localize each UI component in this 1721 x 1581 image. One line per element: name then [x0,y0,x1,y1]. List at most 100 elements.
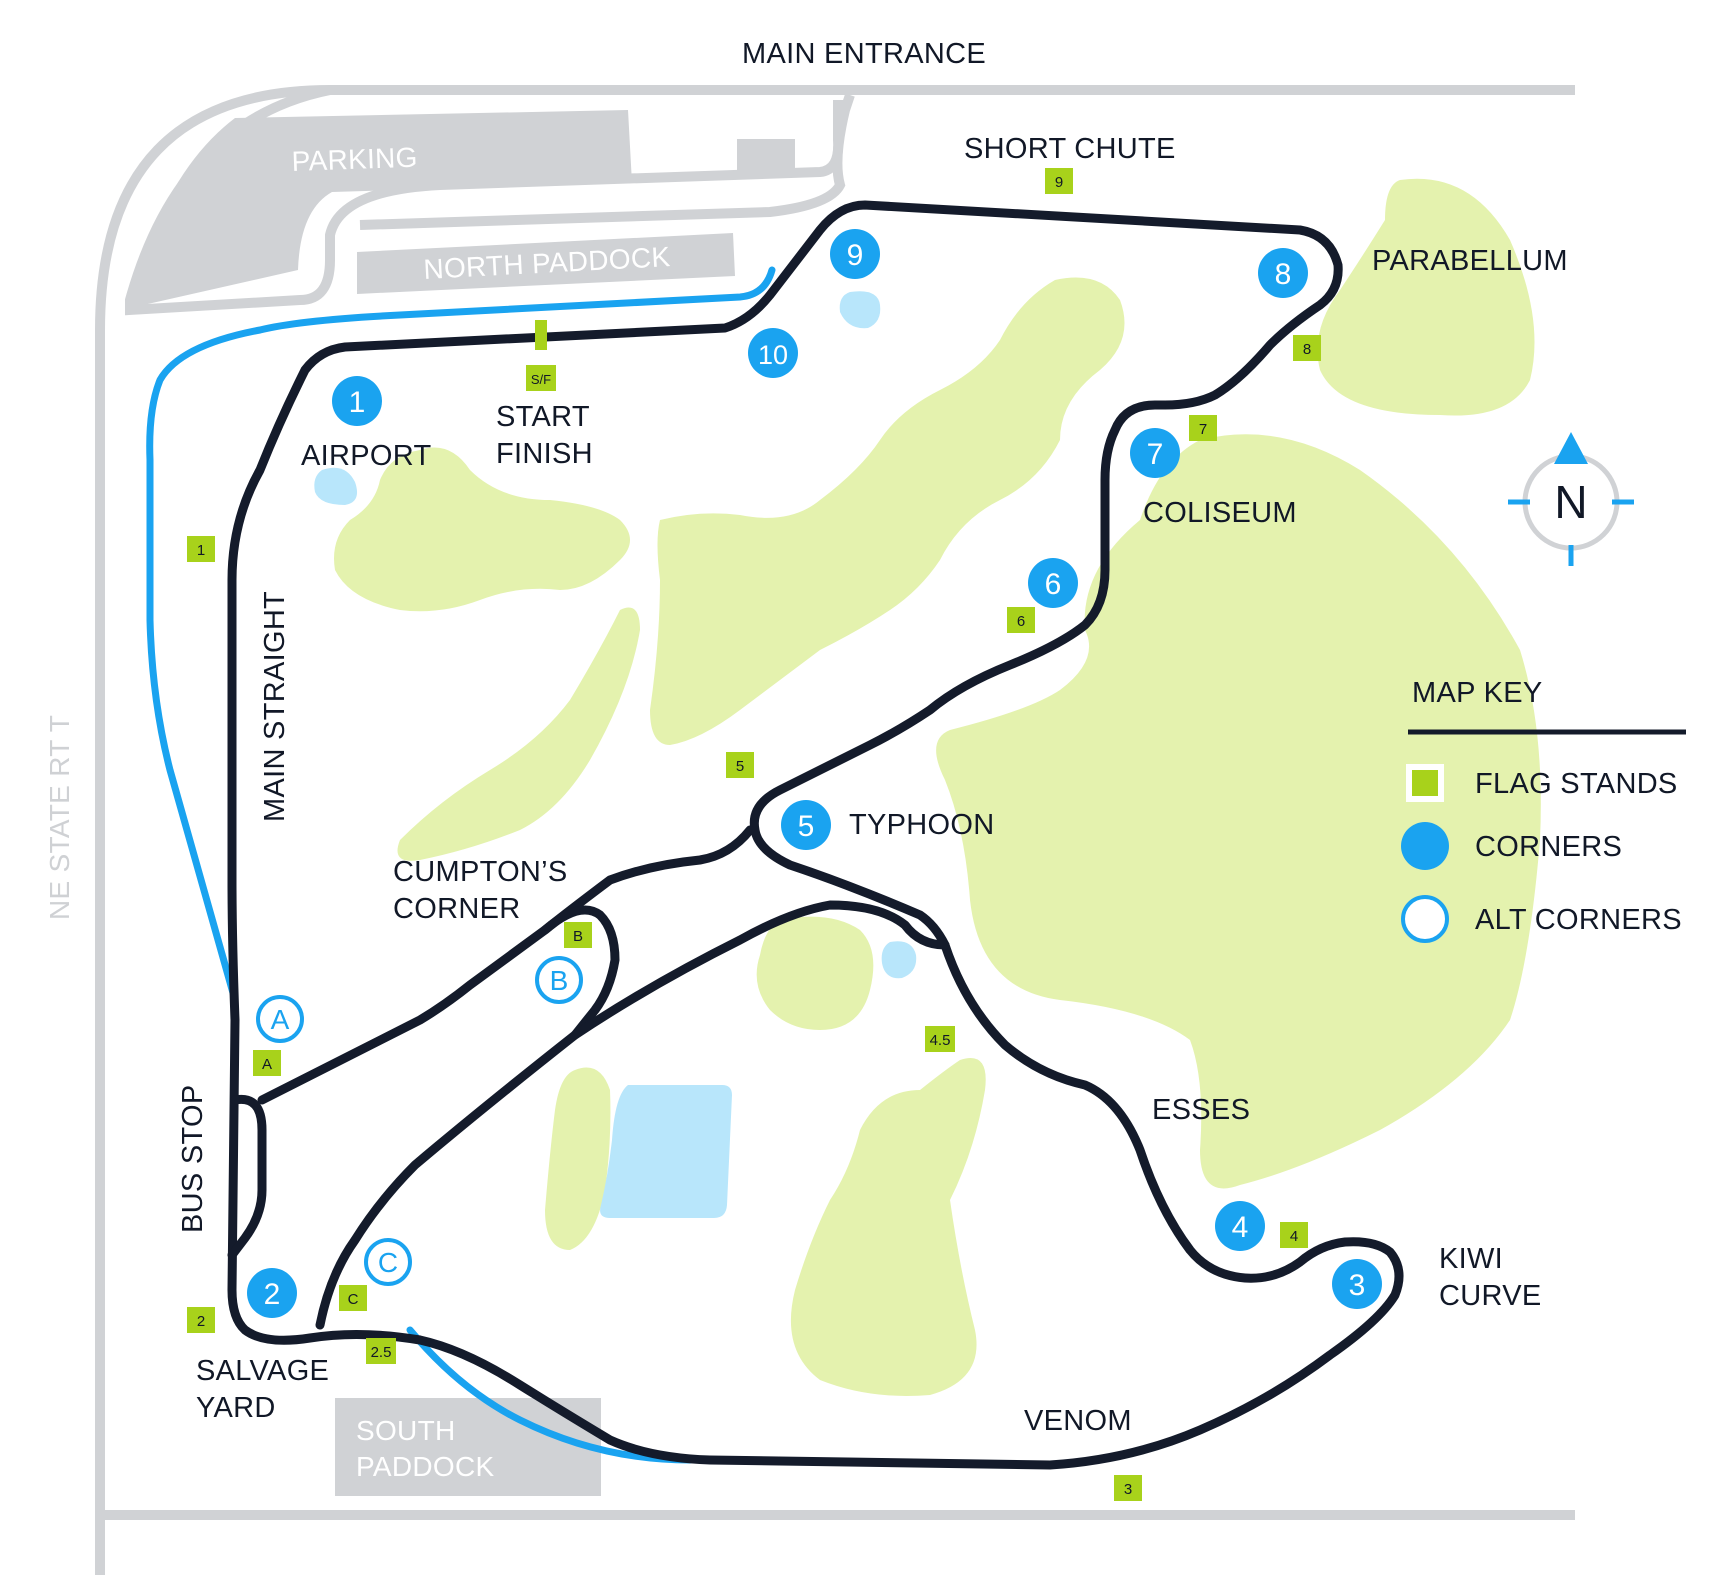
pond-large [600,1085,732,1218]
flag-stand-c: C [339,1285,367,1311]
svg-text:3: 3 [1349,1269,1366,1302]
svg-text:5: 5 [798,810,815,843]
main-entrance-label: MAIN ENTRANCE [742,38,986,70]
green-area-sliver [397,607,640,861]
alt-route-north [146,266,776,1004]
svg-text:B: B [550,965,569,996]
flag-stand-3: 3 [1114,1475,1142,1501]
green-areas [334,178,1541,1396]
flag-stand-4: 4 [1280,1222,1308,1248]
corner-8: 8 [1258,248,1308,298]
green-area-infield-south [790,1058,986,1396]
ne-state-rt-label: NE STATE RT T [44,715,75,920]
svg-text:7: 7 [1199,421,1207,438]
finish-label: FINISH [496,438,593,470]
green-area-central [650,277,1125,745]
flag-stand-7: 7 [1189,415,1217,441]
compass-letter: N [1554,476,1587,528]
track [227,200,1404,1470]
map-key-corners-label: CORNERS [1475,831,1622,863]
south-paddock-area [335,1398,601,1496]
svg-text:7: 7 [1147,438,1164,471]
water-features [314,291,917,1218]
north-paddock-area [357,233,735,294]
svg-text:6: 6 [1017,613,1025,630]
svg-text:2.5: 2.5 [371,1344,392,1361]
track-main-loop [227,200,1404,1470]
svg-text:2: 2 [264,1278,281,1311]
flag-stand-5: 5 [726,752,754,778]
cumptons-corner-label-line1: CUMPTON’S [393,856,568,888]
svg-text:8: 8 [1303,341,1311,358]
corner-10: 10 [748,328,798,378]
corner-9: 9 [830,229,880,279]
parking-small-lot [737,139,795,176]
flag-stand-9: 9 [1045,168,1073,194]
kiwi-curve-label-line2: CURVE [1439,1280,1542,1312]
parking-label: PARKING [291,142,418,177]
south-paddock-label-line1: SOUTH [356,1415,456,1446]
flag-stand-a: A [253,1050,281,1076]
corner-filled-circle-icon [1401,822,1449,870]
alt-route-lines [146,266,776,1464]
flag-stand-2: 2 [187,1307,215,1333]
svg-text:4.5: 4.5 [930,1032,951,1049]
flag-stand-6: 6 [1007,607,1035,633]
svg-text:2: 2 [197,1313,205,1330]
svg-text:4: 4 [1232,1211,1249,1244]
corner-7: 7 [1130,428,1180,478]
typhoon-label: TYPHOON [849,809,995,841]
svg-text:C: C [348,1291,359,1308]
flag-stands: 9 8 7 6 5 1 S/F B A 4.5 4 C 2 2.5 3 [187,168,1321,1501]
esses-label: ESSES [1152,1094,1250,1126]
svg-text:3: 3 [1124,1481,1132,1498]
corners: 1 2 3 4 5 6 7 8 9 10 [247,229,1382,1318]
parabellum-label: PARABELLUM [1372,245,1568,277]
svg-text:B: B [573,928,583,945]
corner-1: 1 [332,376,382,426]
map-key-title: MAP KEY [1412,677,1543,709]
venom-label: VENOM [1024,1405,1132,1437]
outer-perimeter-road [95,85,1575,1575]
track-inner-link-a [227,1094,267,1260]
flag-stand-2.5: 2.5 [366,1338,396,1364]
track-link-b-loop [540,905,620,1040]
track-link-c-to-4.5 [315,900,950,1330]
corner-2: 2 [247,1268,297,1318]
svg-text:4: 4 [1290,1228,1298,1245]
svg-text:S/F: S/F [531,372,551,387]
south-paddock-label-line2: PADDOCK [356,1451,495,1482]
green-area-infield-north [756,916,874,1030]
green-area-parabellum [1317,178,1535,416]
corner-6: 6 [1028,558,1078,608]
corner-4: 4 [1215,1201,1265,1251]
corner-5: 5 [781,800,831,850]
main-straight-label: MAIN STRAIGHT [259,591,291,822]
corner-3: 3 [1332,1259,1382,1309]
paved-areas [130,110,795,1496]
kiwi-curve-label-line1: KIWI [1439,1243,1503,1275]
svg-text:9: 9 [1055,174,1063,191]
flag-stand-square-icon [1406,764,1444,802]
map-key-alt-corners-label: ALT CORNERS [1475,904,1682,936]
start-label: START [496,401,590,433]
svg-text:5: 5 [736,758,744,775]
svg-text:9: 9 [847,239,864,272]
svg-text:A: A [271,1004,290,1035]
green-area-west-pond [545,1067,611,1250]
flag-stand-4.5: 4.5 [925,1026,955,1052]
flag-stand-b: B [564,922,592,948]
short-chute-label: SHORT CHUTE [964,133,1176,165]
airport-label: AIRPORT [301,440,431,472]
map-key-flag-stands-label: FLAG STANDS [1475,768,1678,800]
cumptons-corner-label-line2: CORNER [393,893,520,925]
svg-text:C: C [378,1247,398,1278]
parking-area [130,110,632,308]
svg-text:10: 10 [758,340,788,370]
svg-text:8: 8 [1275,258,1292,291]
pond-infield [881,941,917,979]
flag-stand-sf: S/F [526,320,556,391]
svg-text:1: 1 [197,542,205,559]
bus-stop-label: BUS STOP [177,1084,209,1233]
svg-text:6: 6 [1045,568,1062,601]
